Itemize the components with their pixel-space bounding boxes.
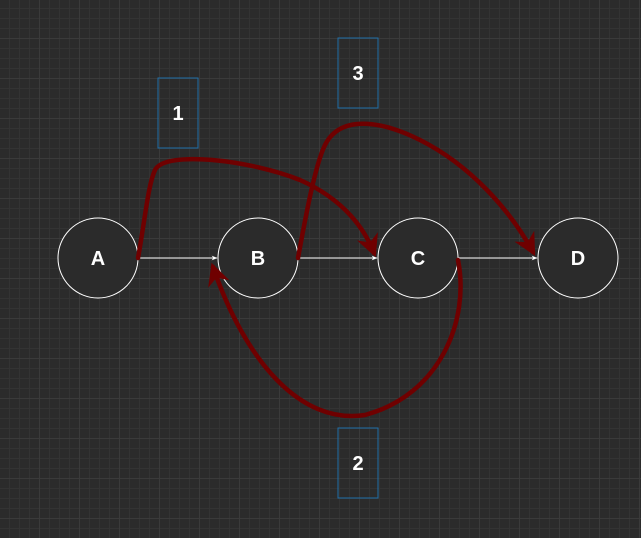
label-box-2[interactable]: 2	[337, 427, 379, 499]
jump-arrow-b-d[interactable]	[295, 121, 536, 261]
label-box-3[interactable]: 3	[337, 37, 379, 109]
node-d[interactable]: D	[537, 217, 619, 299]
node-d-label: D	[571, 248, 585, 270]
label-box-2-text: 2	[352, 453, 363, 475]
node-a-label: A	[91, 248, 105, 270]
label-box-3-text: 3	[352, 63, 363, 85]
label-box-1-text: 1	[172, 103, 183, 125]
jump-arrow-c-b[interactable]	[208, 257, 463, 419]
label-box-1[interactable]: 1	[157, 77, 199, 149]
jump-arrow-a-c[interactable]	[135, 156, 378, 261]
node-a[interactable]: A	[57, 217, 139, 299]
node-b-label: B	[251, 248, 265, 270]
node-c[interactable]: C	[377, 217, 459, 299]
node-c-label: C	[411, 248, 425, 270]
node-b[interactable]: B	[217, 217, 299, 299]
